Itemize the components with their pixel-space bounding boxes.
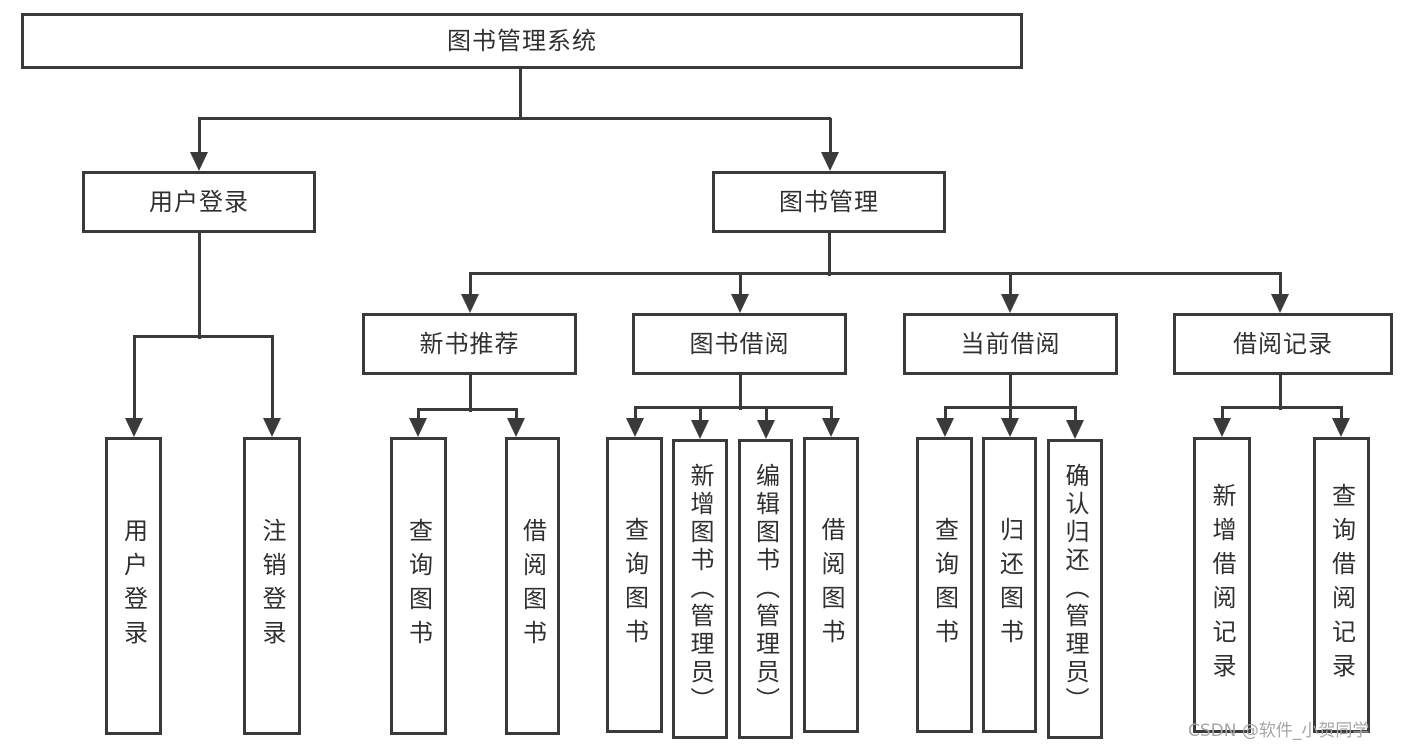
connector-arrow-shaft [738, 273, 742, 296]
connector-arrow-head [821, 152, 839, 171]
connector-arrow-shaft [197, 118, 201, 154]
connector-arrow-shaft [1073, 407, 1077, 422]
connector-line [468, 375, 472, 412]
node-root: 图书管理系统 [21, 13, 1023, 69]
connector-line [417, 407, 518, 411]
node-leaf-edit-books-admin: 编辑图书（管理员） [738, 439, 793, 739]
connector-arrow-head [1271, 294, 1289, 313]
connector-line [1221, 405, 1343, 409]
connector-arrow-head [822, 418, 840, 437]
connector-arrow-head [1332, 418, 1350, 437]
connector-arrow-shaft [1008, 407, 1012, 420]
connector-line [198, 116, 831, 120]
connector-line [133, 334, 274, 338]
connector-arrow-shaft [828, 118, 832, 154]
connector-arrow-shaft [633, 407, 637, 420]
connector-arrow-head [409, 418, 427, 437]
node-leaf-query-books-3: 查询图书 [916, 437, 973, 733]
connector-arrow-shaft [270, 336, 274, 420]
node-leaf-borrow-books-1: 借阅图书 [505, 437, 560, 735]
connector-arrow-head [1213, 418, 1231, 437]
connector-arrow-head [691, 420, 709, 439]
node-leaf-return-books: 归还图书 [982, 437, 1037, 733]
connector-arrow-head [1001, 418, 1019, 437]
connector-arrow-shaft [1220, 407, 1224, 420]
connector-arrow-shaft [943, 407, 947, 420]
connector-arrow-head [1066, 420, 1084, 439]
connector-arrow-head [125, 418, 143, 437]
connector-arrow-shaft [416, 409, 420, 420]
connector-arrow-head [626, 418, 644, 437]
node-new-book-recommend: 新书推荐 [362, 313, 577, 375]
node-leaf-add-borrow-record: 新增借阅记录 [1193, 437, 1251, 733]
node-user-login: 用户登录 [82, 171, 316, 233]
node-leaf-borrow-books-2: 借阅图书 [803, 437, 859, 733]
connector-arrow-head [1001, 294, 1019, 313]
connector-line [469, 271, 1282, 275]
node-book-borrowing: 图书借阅 [632, 313, 847, 375]
connector-arrow-shaft [468, 273, 472, 296]
node-leaf-query-borrow-record: 查询借阅记录 [1313, 437, 1370, 733]
connector-line [197, 233, 201, 339]
connector-arrow-shaft [764, 407, 768, 422]
connector-arrow-head [507, 418, 525, 437]
connector-arrow-shaft [698, 407, 702, 422]
connector-line [518, 69, 522, 120]
connector-line [1278, 375, 1282, 410]
connector-line [1008, 375, 1012, 410]
connector-line [738, 375, 742, 410]
connector-arrow-head [461, 294, 479, 313]
connector-line [634, 405, 833, 409]
connector-arrow-shaft [514, 409, 518, 420]
connector-arrow-shaft [829, 407, 833, 420]
connector-arrow-shaft [1339, 407, 1343, 420]
connector-arrow-head [757, 420, 775, 439]
node-book-management: 图书管理 [712, 171, 946, 233]
connector-arrow-shaft [1008, 273, 1012, 296]
node-borrowing-records: 借阅记录 [1173, 313, 1393, 375]
node-leaf-add-books-admin: 新增图书（管理员） [672, 439, 728, 739]
connector-arrow-head [190, 152, 208, 171]
node-leaf-user-login: 用户登录 [105, 437, 162, 735]
watermark: CSDN @软件_小贺同学 [1188, 721, 1370, 741]
connector-arrow-shaft [132, 336, 136, 420]
connector-arrow-head [263, 418, 281, 437]
connector-arrow-head [731, 294, 749, 313]
connector-arrow-shaft [1278, 273, 1282, 296]
node-leaf-query-books-1: 查询图书 [390, 437, 447, 735]
connector-arrow-head [936, 418, 954, 437]
node-leaf-query-books-2: 查询图书 [606, 437, 663, 733]
node-leaf-confirm-return-admin: 确认归还（管理员） [1047, 439, 1103, 739]
connector-line [827, 233, 831, 276]
node-leaf-logout: 注销登录 [243, 437, 301, 735]
node-current-borrowing: 当前借阅 [903, 313, 1118, 375]
